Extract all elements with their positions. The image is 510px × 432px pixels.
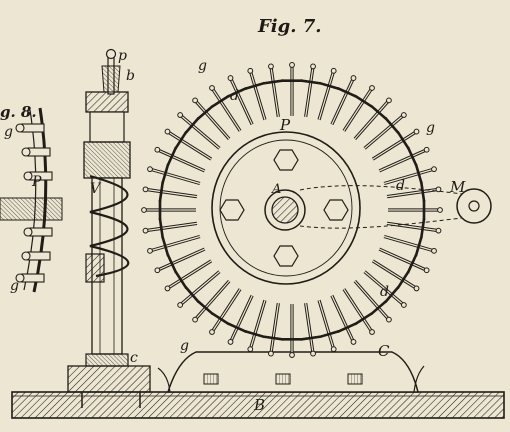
- hammer-spoke: [371, 128, 420, 161]
- hammer-spoke: [147, 234, 201, 257]
- fig8-bolt: [23, 171, 53, 181]
- label-B: B: [253, 396, 265, 414]
- hammer-spoke: [164, 128, 213, 161]
- fig8-bolt: [15, 123, 45, 133]
- connecting-rod: [299, 185, 492, 229]
- fig8-bolt: [21, 251, 51, 261]
- fig8-bolt: [21, 147, 51, 157]
- pedestal: [157, 351, 425, 393]
- hammer-spoke: [353, 280, 392, 323]
- hammer-spoke: [227, 294, 254, 345]
- label-V: V: [90, 181, 102, 197]
- hammer-spoke: [177, 270, 221, 308]
- hammer-spoke: [244, 299, 267, 353]
- label-d-lower: d: [380, 284, 389, 300]
- hammer-spoke: [227, 75, 254, 126]
- hammer-spoke: [378, 146, 430, 173]
- label-g-right: g: [426, 120, 435, 136]
- hammer-spoke: [141, 200, 196, 220]
- hammer-spoke: [363, 112, 407, 150]
- hammer-spoke: [317, 67, 340, 121]
- hammer-spoke: [353, 97, 392, 140]
- figure-title: Fig. 7.: [257, 16, 322, 37]
- base-plate: [11, 391, 505, 419]
- label-b: b: [126, 68, 135, 84]
- hammer-spoke: [244, 67, 267, 121]
- hammer-spoke: [164, 259, 213, 292]
- label-fig8-g-bottom: g: [10, 278, 19, 294]
- hammer-spoke: [386, 218, 442, 239]
- fig8-bolt: [15, 273, 45, 283]
- label-c: c: [130, 350, 138, 366]
- label-fig8-P: P: [31, 174, 42, 190]
- label-fig8-g-top: g: [4, 124, 13, 140]
- label-C: C: [378, 342, 390, 360]
- hammer-spoke: [282, 304, 302, 358]
- hammer-spoke: [263, 63, 284, 118]
- central-disc: [211, 131, 361, 285]
- hammer-spoke: [386, 181, 442, 202]
- hammer-spoke: [330, 75, 357, 126]
- label-d-top: d: [230, 88, 239, 104]
- hammer-spoke: [282, 62, 302, 116]
- hammer-spoke: [383, 163, 437, 186]
- hammer-spoke: [342, 85, 375, 132]
- hammer-spoke: [383, 234, 437, 257]
- hammer-wheel: [141, 62, 443, 358]
- hammer-spoke: [342, 288, 375, 335]
- label-g-lower: g: [180, 338, 189, 354]
- label-g-top: g: [198, 58, 207, 74]
- hammer-spoke: [388, 200, 443, 220]
- hammer-spoke: [263, 302, 284, 357]
- hammer-spoke: [371, 259, 420, 292]
- hammer-spoke: [192, 97, 231, 140]
- hammer-spoke: [177, 112, 221, 150]
- hammer-spoke: [330, 294, 357, 345]
- vertical-rod-assembly: [67, 48, 151, 408]
- label-d-right: d: [396, 178, 405, 194]
- figure-8-title: g. 8.: [0, 103, 37, 121]
- hammer-spoke: [192, 280, 231, 323]
- label-p: p: [118, 48, 127, 64]
- hammer-spoke: [378, 247, 430, 274]
- fig8-bolt: [23, 227, 53, 237]
- hammer-spoke: [142, 218, 198, 239]
- hammer-spoke: [209, 85, 242, 132]
- hammer-spoke: [142, 181, 198, 202]
- hammer-spoke: [154, 146, 206, 173]
- hammer-spoke: [147, 163, 201, 186]
- hammer-spoke: [209, 288, 242, 335]
- hammer-spoke: [300, 302, 321, 357]
- hammer-spoke: [317, 299, 340, 353]
- label-M: M: [449, 178, 466, 196]
- hammer-spoke: [300, 63, 321, 118]
- label-A: A: [271, 182, 281, 197]
- fig8-partial: [0, 107, 63, 293]
- hammer-spoke: [363, 270, 407, 308]
- label-P-disc: P: [279, 116, 291, 134]
- hammer-spoke: [154, 247, 206, 274]
